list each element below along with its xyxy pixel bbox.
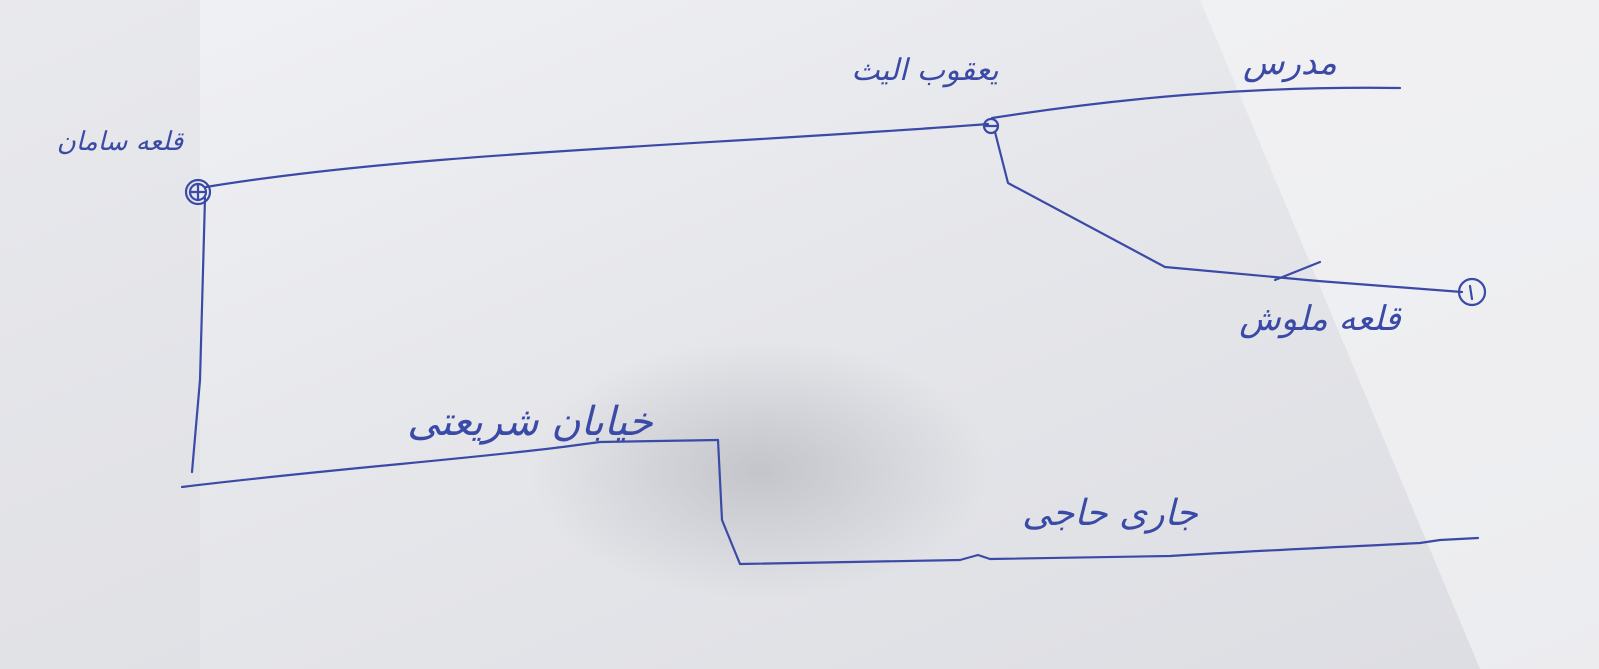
road-middle xyxy=(180,438,720,489)
label-middle-road: خیابان شریعتی xyxy=(407,399,653,445)
paper-shadow xyxy=(530,340,990,600)
label-right-node: قلعه ملوش xyxy=(1239,299,1402,339)
road-diagonal xyxy=(993,130,1464,294)
label-left-node: قلعه سامان xyxy=(57,127,185,157)
road-bottom xyxy=(738,536,1480,566)
node-right xyxy=(1457,277,1487,307)
paper-fold-left xyxy=(0,0,200,669)
road-left-vertical xyxy=(190,196,207,474)
paper-fold-right xyxy=(1200,0,1599,669)
road-top-right xyxy=(990,86,1402,120)
road-top xyxy=(204,122,990,189)
road-diagonal-tick xyxy=(1273,260,1322,282)
node-junction xyxy=(982,117,1000,135)
node-left xyxy=(184,178,212,206)
label-bottom-road: جاری حاجی xyxy=(1022,493,1198,534)
label-top-right-road: مدرس xyxy=(1243,43,1337,83)
label-junction: یعقوب الیث xyxy=(851,53,998,88)
road-right-vertical xyxy=(716,438,742,566)
